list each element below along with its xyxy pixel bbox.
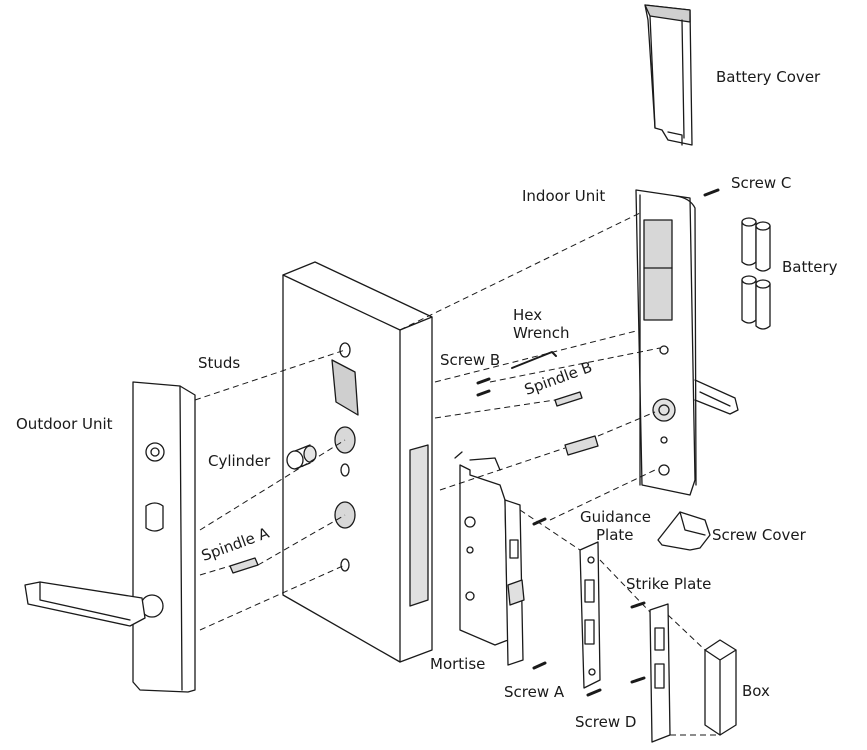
studs-label: Studs (198, 354, 241, 372)
spindle-b-part (554, 391, 599, 456)
battery-cover-label: Battery Cover (716, 68, 821, 86)
mortise-label: Mortise (430, 655, 486, 673)
screw-a-label: Screw A (504, 683, 565, 701)
indoor-unit-part (635, 189, 739, 496)
outdoor-unit-label: Outdoor Unit (16, 415, 113, 433)
outdoor-unit-part (24, 381, 196, 693)
battery-part (741, 217, 771, 330)
assembly-guide-lines (194, 211, 718, 736)
strike-plate-label: Strike Plate (626, 575, 712, 593)
guidance-plate-label-line2: Plate (596, 526, 634, 544)
box-part (704, 639, 737, 736)
door-part (282, 261, 433, 663)
battery-label: Battery (782, 258, 838, 276)
screw-c-part (703, 188, 720, 197)
screw-d-label: Screw D (575, 713, 637, 731)
cylinder-label: Cylinder (208, 452, 271, 470)
screw-b-part (476, 377, 491, 397)
strike-plate-part (630, 601, 671, 743)
hex-wrench-label-line1: Hex (513, 306, 543, 324)
screw-c-label: Screw C (731, 174, 792, 192)
screw-a-part (532, 517, 547, 670)
mortise-part (454, 451, 525, 666)
spindle-a-part (229, 557, 259, 574)
screw-cover-part (657, 511, 711, 551)
screw-b-label: Screw B (440, 351, 501, 369)
indoor-unit-label: Indoor Unit (522, 187, 606, 205)
screw-d-part (586, 688, 602, 697)
hex-wrench-label-line2: Wrench (513, 324, 570, 342)
guidance-plate-part (579, 541, 601, 689)
guidance-plate-label-line1: Guidance (580, 508, 651, 526)
battery-cover-part (644, 4, 693, 146)
screw-cover-label: Screw Cover (712, 526, 806, 544)
box-label: Box (742, 682, 770, 700)
hex-wrench-part (511, 351, 557, 369)
